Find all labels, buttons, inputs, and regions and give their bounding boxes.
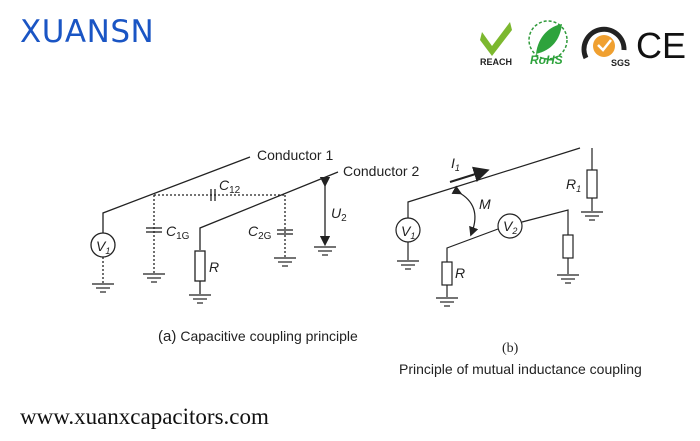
- label-conductor-2: Conductor 2: [343, 163, 419, 179]
- svg-text:RoHS: RoHS: [530, 53, 563, 67]
- rohs-logo: RoHS: [528, 20, 568, 67]
- ce-logo: CE: [636, 25, 686, 66]
- label-c2g: C2G: [248, 223, 272, 242]
- label-r: R: [209, 259, 219, 275]
- label-m: M: [479, 196, 491, 212]
- meter-v2: [497, 213, 523, 239]
- label-v1: V1: [96, 238, 110, 256]
- primary-wire: [407, 147, 581, 218]
- mutual-m-arrow: [451, 185, 479, 237]
- certification-logos: REACH RoHS SGS CE: [480, 20, 686, 68]
- label-conductor-1: Conductor 1: [257, 147, 333, 163]
- svg-text:CE: CE: [636, 25, 686, 66]
- caption-b: Principle of mutual inductance coupling: [399, 361, 642, 377]
- caption-a: (a)Capacitive coupling principle: [158, 328, 358, 345]
- svg-text:SGS: SGS: [611, 58, 630, 68]
- conductor-1-wire: [102, 156, 251, 233]
- label-v2: V2: [503, 218, 517, 236]
- reach-logo: REACH: [480, 22, 512, 67]
- svg-text:REACH: REACH: [480, 57, 512, 67]
- label-c12: C12: [219, 177, 241, 196]
- brand-logo-text: XUANSN: [20, 14, 155, 50]
- resistor-r-b: [441, 261, 453, 286]
- label-i1: I1: [451, 155, 460, 173]
- resistor-r: [194, 250, 206, 282]
- label-u2: U2: [331, 205, 347, 224]
- diagram-capacitive-coupling: [90, 156, 339, 304]
- label-v1-b: V1: [401, 223, 415, 241]
- current-i1-arrow: [449, 166, 490, 183]
- label-c1g: C1G: [166, 223, 190, 242]
- sgs-logo: SGS: [581, 26, 630, 68]
- label-r-b: R: [455, 265, 465, 281]
- resistor-load: [562, 234, 574, 259]
- diagram-mutual-inductance: [395, 147, 604, 307]
- resistor-r1: [586, 169, 598, 199]
- conductor-2-wire: [199, 171, 339, 250]
- caption-b-tag: (b): [502, 341, 519, 356]
- website-url: www.xuanxcapacitors.com: [20, 404, 269, 429]
- secondary-wire: [446, 228, 499, 262]
- label-r1: R1: [566, 176, 581, 194]
